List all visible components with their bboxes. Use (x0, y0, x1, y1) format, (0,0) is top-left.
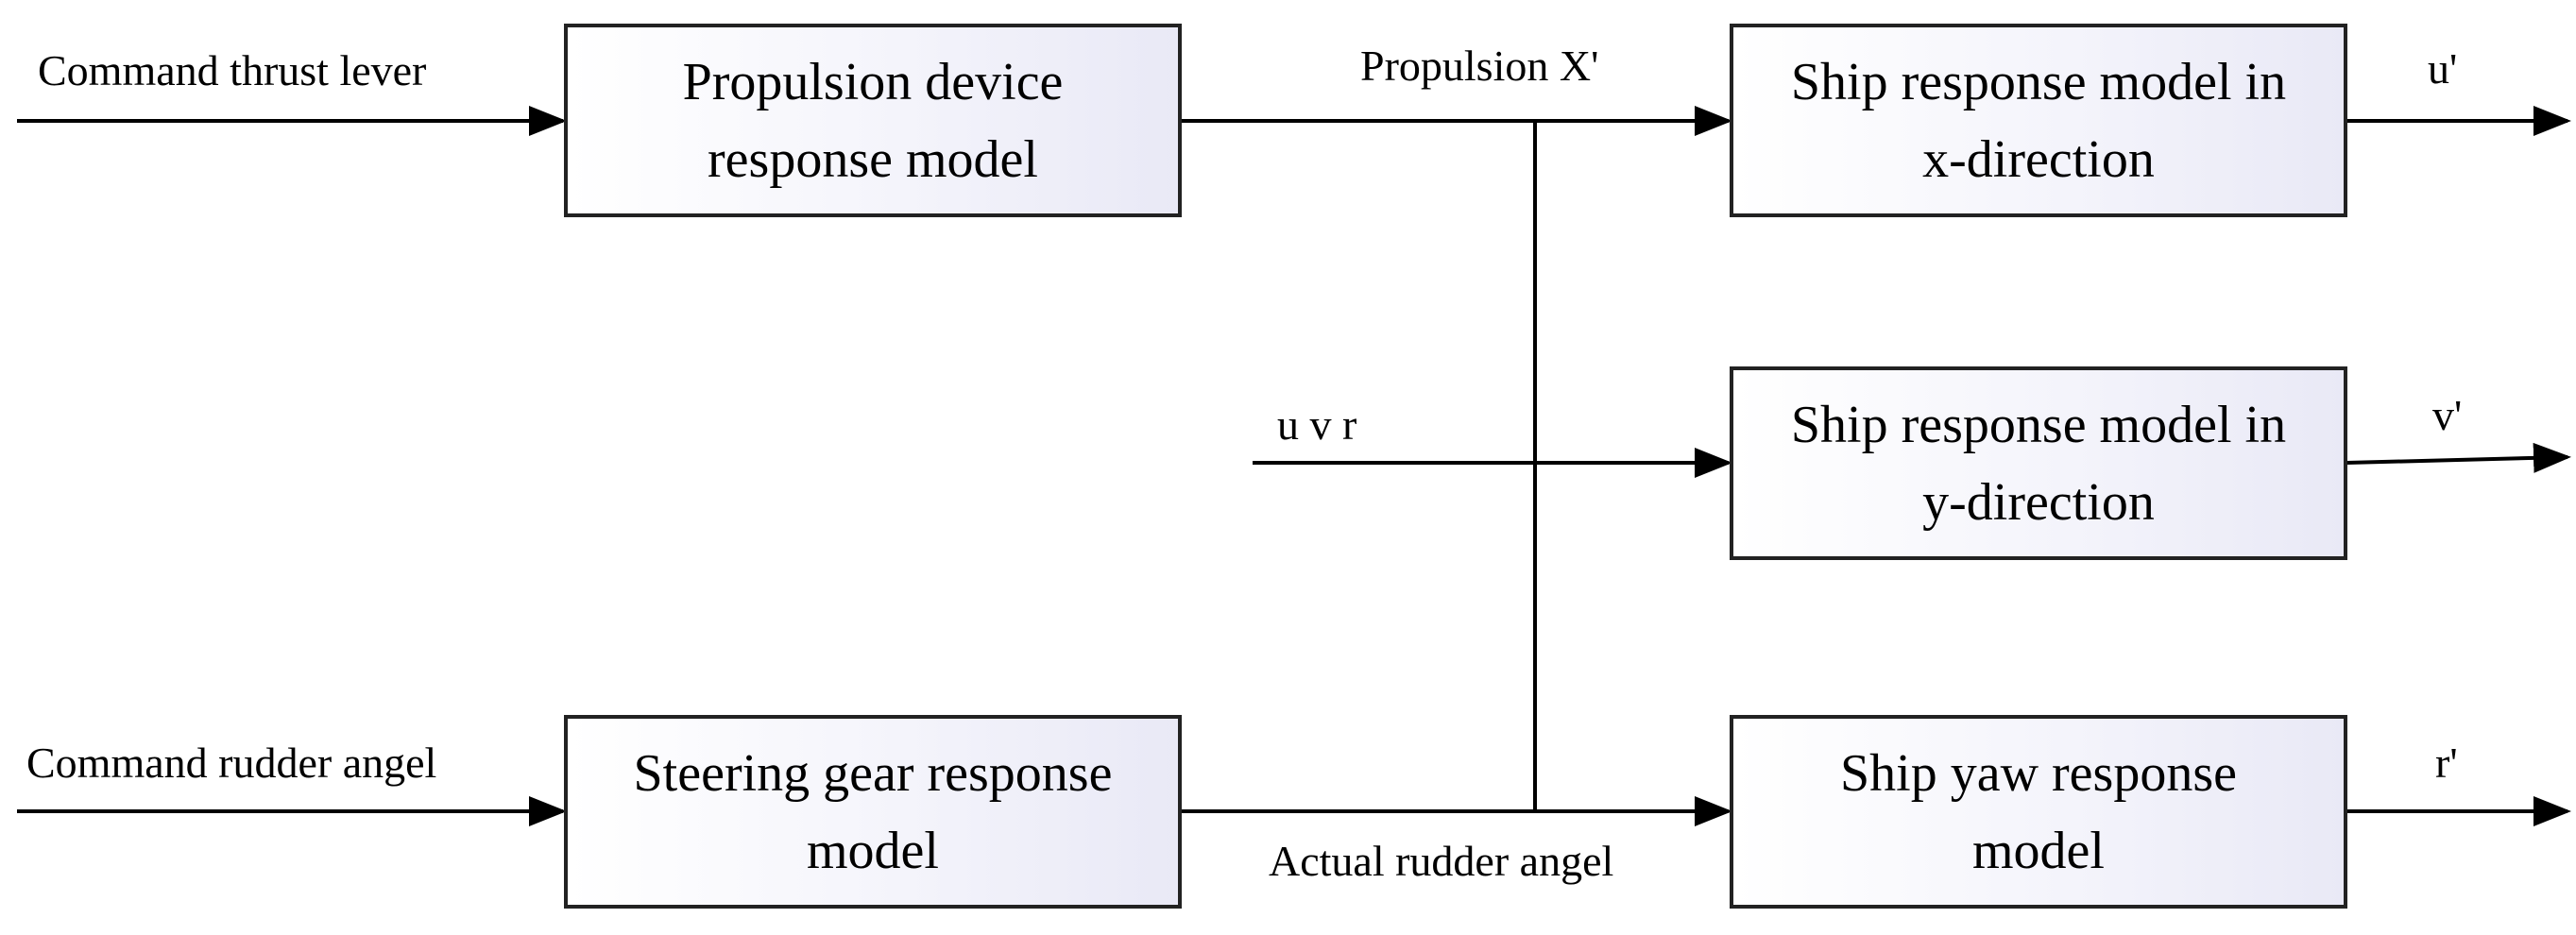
v-output-label: v' (2432, 391, 2463, 439)
propulsion-x-label: Propulsion X' (1360, 42, 1599, 90)
ship-yaw-block-label: Ship yaw response model (1840, 743, 2237, 880)
propulsion-device-block: Propulsion device response model (564, 24, 1182, 217)
uvr-label: u v r (1277, 400, 1357, 449)
u-output-label: u' (2428, 44, 2458, 93)
v-output-arrow (2346, 442, 2571, 473)
propulsion-device-block-label: Propulsion device response model (682, 52, 1064, 189)
command-thrust-label: Command thrust lever (38, 46, 427, 94)
ship-yaw-block: Ship yaw response model (1730, 715, 2347, 909)
r-output-label: r' (2435, 739, 2458, 787)
ship-y-direction-block: Ship response model in y-direction (1730, 366, 2347, 560)
ship-y-direction-block-label: Ship response model in y-direction (1790, 395, 2287, 532)
command-rudder-label: Command rudder angel (26, 739, 437, 787)
actual-rudder-label: Actual rudder angel (1269, 837, 1614, 885)
ship-x-direction-block-label: Ship response model in x-direction (1790, 52, 2287, 189)
ship-x-direction-block: Ship response model in x-direction (1730, 24, 2347, 217)
steering-gear-block-label: Steering gear response model (633, 743, 1113, 880)
steering-gear-block: Steering gear response model (564, 715, 1182, 909)
